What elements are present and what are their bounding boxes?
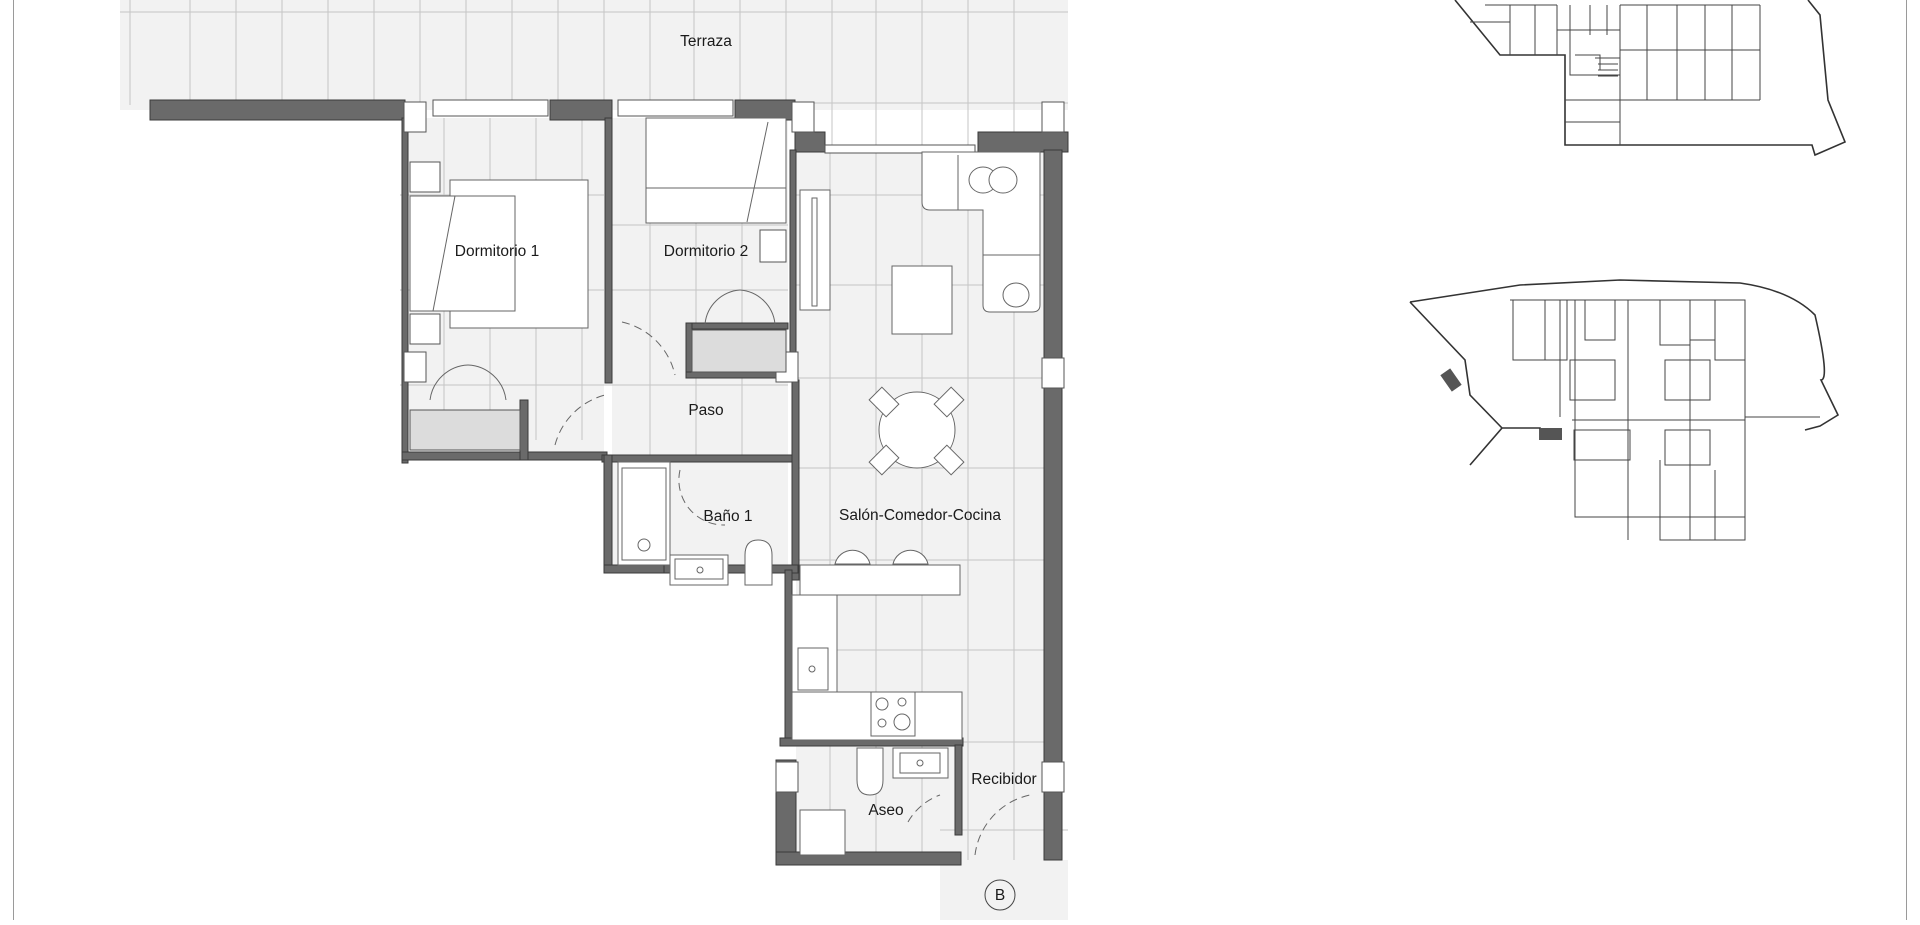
room-label-paso: Paso (688, 402, 723, 419)
room-label-aseo: Aseo (868, 802, 903, 819)
room-label-bano-1: Baño 1 (703, 508, 752, 525)
sheet-border-left (13, 0, 14, 920)
room-label-dormitorio-1: Dormitorio 1 (455, 243, 539, 260)
room-label-recibidor: Recibidor (971, 771, 1036, 788)
key-plan-lower (1409, 279, 1840, 541)
section-marker-label: B (995, 887, 1005, 904)
floor-tile-grid (120, 0, 1068, 860)
sheet-border-right (1906, 0, 1907, 920)
walls (149, 99, 1069, 866)
room-label-dormitorio-2: Dormitorio 2 (664, 243, 748, 260)
room-label-terraza: Terraza (680, 33, 732, 50)
section-marker-circle (984, 879, 1016, 911)
room-labels: Terraza Dormitorio 1 Dormitorio 2 Paso B… (455, 33, 1037, 904)
room-label-salon-comedor-cocina: Salón-Comedor-Cocina (839, 507, 1001, 524)
structural-columns (403, 99, 1065, 793)
furniture (409, 117, 1041, 911)
key-plan-upper (1454, 0, 1847, 157)
